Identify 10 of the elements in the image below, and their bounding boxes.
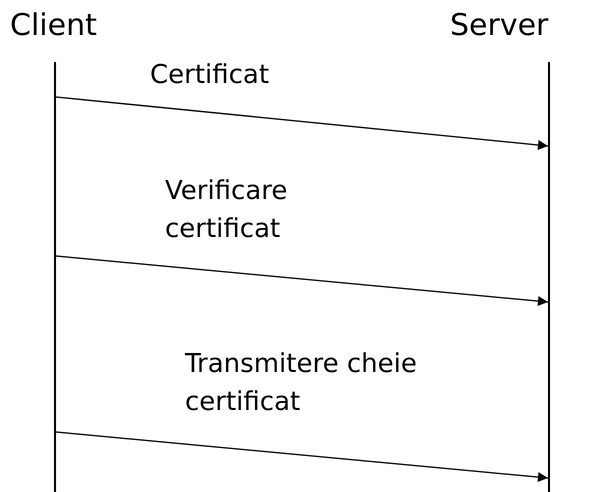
edge-label: Verificare certificat <box>165 175 288 246</box>
lifeline <box>548 62 550 492</box>
edge-label: Certificat <box>150 59 270 92</box>
edge-label: Transmitere cheie certificat <box>185 348 418 419</box>
arrow <box>56 96 548 150</box>
participant-label: Client <box>10 4 97 48</box>
lifeline <box>54 62 56 492</box>
arrow <box>56 255 548 306</box>
participant-label: Server <box>450 4 548 48</box>
arrow <box>56 431 548 482</box>
